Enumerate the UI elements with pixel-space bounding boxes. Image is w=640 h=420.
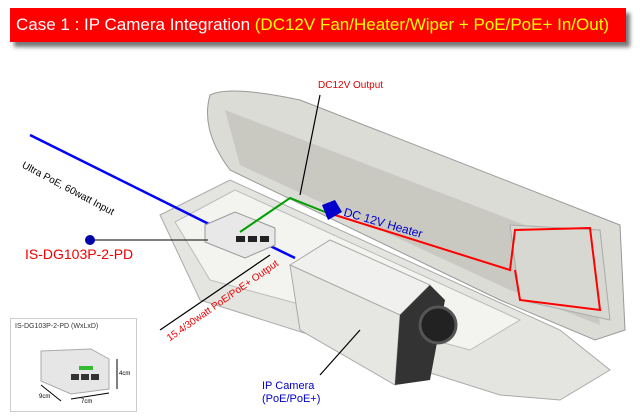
- poe-input-cable: [29, 133, 244, 243]
- dc-output-label: DC12V Output: [318, 80, 384, 91]
- device-marker: [85, 235, 95, 245]
- inset-device-drawing: [40, 348, 118, 402]
- camera-label-line2: (PoE/PoE+): [262, 393, 321, 405]
- camera-label: IP Camera(PoE/PoE+): [262, 380, 320, 406]
- title-banner: Case 1 : IP Camera Integration (DC12V Fa…: [10, 8, 626, 42]
- camera-label-line1: IP Camera: [262, 380, 315, 392]
- title-highlight: (DC12V Fan/Heater/Wiper + PoE/PoE+ In/Ou…: [254, 15, 610, 34]
- camera-lens: [418, 305, 458, 345]
- dc-wire: [239, 196, 326, 233]
- heater-wire: [334, 214, 602, 312]
- inset-depth: 9cm: [39, 394, 51, 400]
- inset-height: 4cm: [119, 371, 131, 377]
- dimensions-inset: IS-DG103P-2-PD (WxLxD) 9cm 7cm 4cm: [10, 318, 137, 412]
- heater-block: [322, 200, 342, 220]
- inset-width: 7cm: [81, 399, 93, 405]
- title-main: Case 1 : IP Camera Integration: [16, 15, 255, 34]
- device-label: IS-DG103P-2-PD: [25, 246, 134, 262]
- poe-splitter: [204, 211, 276, 259]
- inset-title: IS-DG103P-2-PD (WxLxD): [15, 323, 99, 330]
